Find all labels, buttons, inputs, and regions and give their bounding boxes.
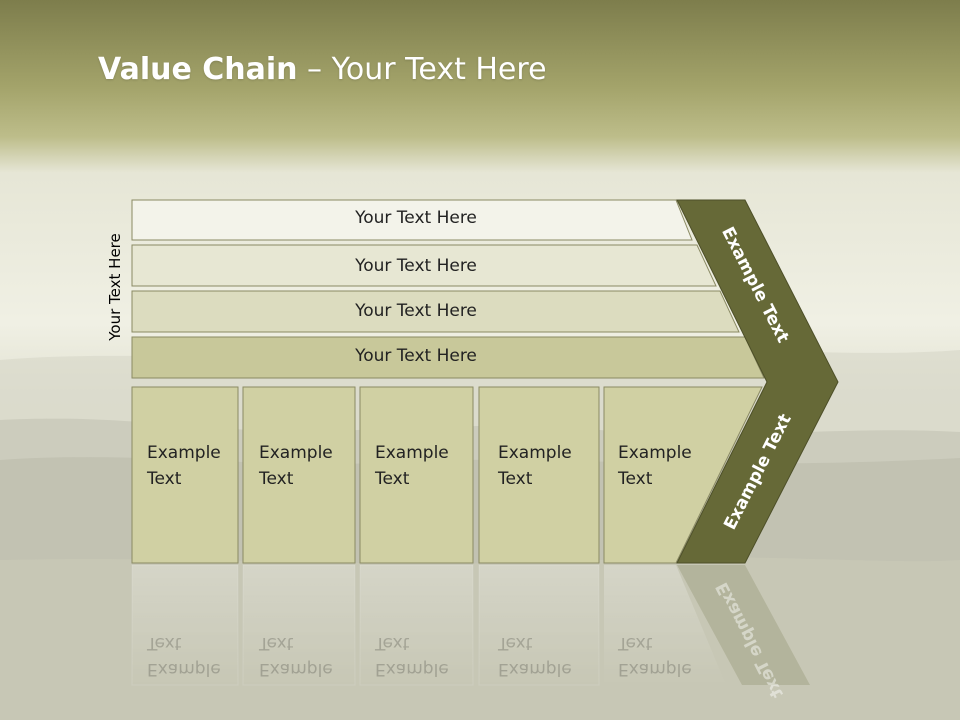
cell-5-shape[interactable] [603, 386, 763, 564]
title-rest: – Your Text Here [297, 52, 547, 87]
row-3-label: Your Text Here [355, 301, 477, 321]
row-4-label: Your Text Here [355, 346, 477, 366]
cell-2-reflection-line2: Text [259, 633, 294, 653]
cell-5-line1: Example [618, 443, 692, 463]
cell-3-shape[interactable] [359, 386, 474, 564]
row-2-label: Your Text Here [355, 256, 477, 276]
row-2-shape[interactable] [131, 244, 717, 287]
cell-2-line2: Text [259, 469, 294, 489]
cell-4-line2: Text [498, 469, 533, 489]
cell-4-reflection-line1: Example [498, 659, 572, 679]
cell-2-line1: Example [259, 443, 333, 463]
cell-3-reflection-line2: Text [375, 633, 410, 653]
cell-1-line1: Example [147, 443, 221, 463]
cell-1-reflection-line2: Text [147, 633, 182, 653]
cell-1-reflection-line1: Example [147, 659, 221, 679]
cell-5-reflection-line2: Text [618, 633, 653, 653]
cell-1-shape[interactable] [131, 386, 239, 564]
cell-3-reflection-line1: Example [375, 659, 449, 679]
cell-4-line1: Example [498, 443, 572, 463]
cell-1-reflection: Example Text [147, 630, 237, 682]
reflection-group [131, 564, 810, 686]
title-bold: Value Chain [98, 52, 298, 87]
cell-4-reflection-line2: Text [498, 633, 533, 653]
cell-3-line2: Text [375, 469, 410, 489]
cell-4-reflection: Example Text [498, 630, 588, 682]
cell-5-reflection-line1: Example [618, 659, 692, 679]
row-3-shape[interactable] [131, 290, 740, 333]
cell-2-reflection-line1: Example [259, 659, 333, 679]
cell-1-line2: Text [147, 469, 182, 489]
cell-2-shape[interactable] [242, 386, 356, 564]
chevron-shape[interactable] [676, 199, 839, 564]
page-title: Value Chain – Your Text Here [98, 52, 547, 87]
row-1-label: Your Text Here [355, 208, 477, 228]
cell-2-reflection: Example Text [259, 630, 349, 682]
cell-3-line1: Example [375, 443, 449, 463]
cell-5-line2: Text [618, 469, 653, 489]
cell-3-reflection: Example Text [375, 630, 465, 682]
row-1-shape[interactable] [131, 199, 693, 241]
cell-4-shape[interactable] [478, 386, 600, 564]
cell-5-reflection: Example Text [618, 630, 708, 682]
row-4-shape[interactable] [131, 336, 765, 379]
